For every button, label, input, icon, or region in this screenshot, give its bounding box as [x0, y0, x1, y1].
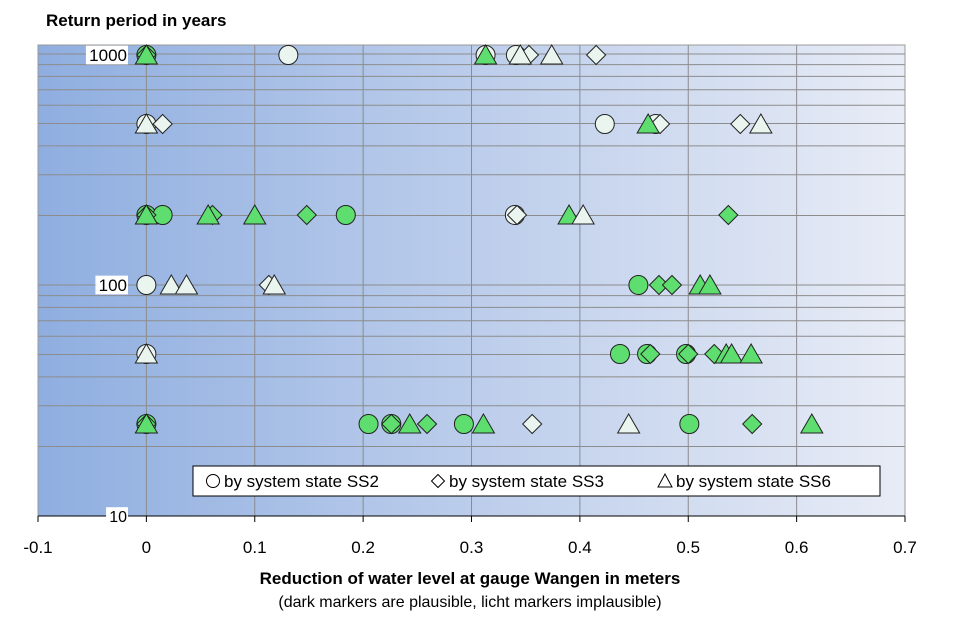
data-point-triangle: [748, 113, 773, 134]
legend-triangle-icon: [657, 472, 673, 488]
legend-label: by system state SS3: [449, 472, 604, 491]
y-tick-label: 10: [109, 509, 127, 526]
y-axis-title: Return period in years: [46, 11, 227, 30]
x-axis-subtitle: (dark markers are plausible, licht marke…: [278, 594, 662, 611]
legend-box: [192, 465, 881, 497]
data-point-diamond: [730, 113, 751, 135]
x-tick-label: 0.6: [785, 538, 809, 557]
y-tick-label: 1000: [89, 46, 127, 65]
data-point-circle: [609, 344, 630, 364]
data-point-triangle: [473, 44, 498, 65]
data-point-triangle: [134, 413, 159, 434]
x-tick-label: 0.7: [893, 538, 917, 557]
data-point-triangle: [134, 44, 159, 65]
x-axis-title: Reduction of water level at gauge Wangen…: [259, 569, 681, 588]
data-point-circle: [453, 414, 474, 434]
data-point-diamond: [741, 413, 763, 435]
legend-circle-icon: [206, 474, 220, 488]
data-point-triangle: [134, 343, 159, 364]
data-point-triangle: [242, 204, 267, 225]
x-tick-label: 0.1: [243, 538, 267, 557]
data-point-triangle: [739, 343, 763, 364]
data-point-triangle: [471, 413, 496, 434]
y-tick-label: 100: [99, 276, 127, 295]
data-point-diamond: [152, 113, 173, 135]
data-point-triangle: [196, 204, 221, 225]
legend-label: by system state SS6: [676, 472, 831, 491]
data-point-triangle: [174, 274, 199, 295]
data-point-circle: [594, 114, 615, 134]
data-point-triangle: [134, 113, 159, 134]
data-point-diamond: [640, 343, 661, 365]
y-tick-label-box: [95, 275, 128, 295]
data-point-circle: [278, 45, 299, 65]
x-tick-label: 0: [142, 538, 151, 557]
data-point-diamond: [585, 44, 607, 66]
x-tick-label: -0.1: [23, 538, 52, 557]
data-point-triangle: [397, 413, 422, 434]
data-point-circle: [679, 414, 700, 434]
data-point-triangle: [799, 413, 824, 434]
legend-diamond-icon: [430, 473, 446, 489]
data-point-triangle: [508, 44, 533, 65]
data-point-triangle: [134, 204, 159, 225]
y-tick-label-box: [106, 507, 128, 525]
data-point-circle: [335, 205, 356, 225]
legend-label: by system state SS2: [224, 472, 379, 491]
data-point-triangle: [571, 204, 595, 225]
data-point-diamond: [506, 204, 528, 226]
data-point-triangle: [539, 44, 564, 65]
data-point-triangle: [616, 413, 641, 434]
data-point-triangle: [698, 274, 722, 295]
data-point-diamond: [521, 413, 543, 435]
data-point-triangle: [719, 343, 744, 364]
data-point-circle: [628, 275, 649, 295]
data-point-diamond: [678, 343, 699, 365]
x-tick-label: 0.5: [676, 538, 700, 557]
data-point-circle: [136, 275, 157, 295]
data-point-triangle: [159, 274, 184, 295]
data-point-diamond: [416, 413, 438, 435]
x-tick-label: 0.4: [568, 538, 592, 557]
data-point-diamond: [381, 413, 402, 435]
data-point-triangle: [636, 113, 661, 134]
data-point-triangle: [262, 274, 287, 295]
data-point-diamond: [661, 274, 683, 296]
data-point-circle: [358, 414, 379, 434]
data-point-diamond: [296, 204, 317, 226]
x-tick-label: 0.2: [351, 538, 375, 557]
x-tick-label: 0.3: [460, 538, 484, 557]
y-tick-label-box: [85, 45, 128, 65]
data-point-diamond: [718, 204, 739, 226]
